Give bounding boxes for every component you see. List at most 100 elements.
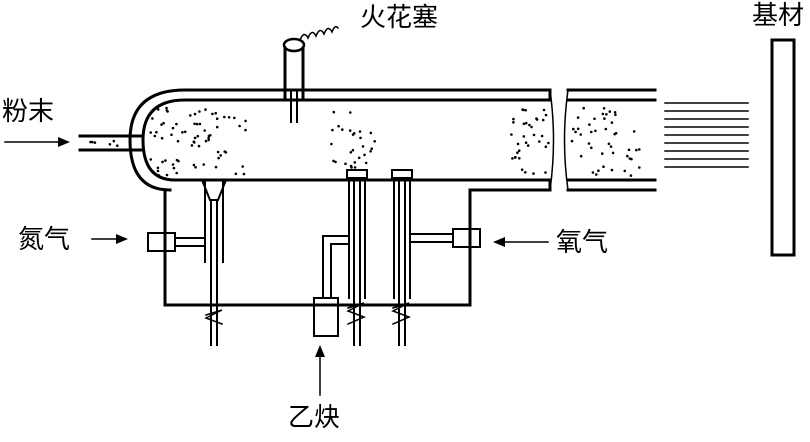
- powder-particle: [605, 113, 608, 116]
- powder-particle: [223, 115, 226, 119]
- powder-particle: [160, 123, 163, 126]
- powder-particle: [364, 161, 368, 165]
- powder-particle: [241, 165, 244, 168]
- powder-particle: [630, 157, 633, 161]
- powder-particle: [610, 168, 614, 172]
- powder-particle: [530, 125, 533, 129]
- powder-particle: [233, 116, 236, 120]
- powder-particle: [171, 126, 175, 130]
- powder-particle: [369, 150, 372, 153]
- powder-particle: [223, 150, 226, 153]
- spark-plug-label: 火花塞: [360, 3, 439, 33]
- powder-particle: [153, 134, 157, 138]
- powder-particle: [238, 124, 241, 128]
- powder-particle: [155, 130, 158, 134]
- powder-particle: [156, 166, 160, 170]
- powder-particle: [601, 152, 604, 155]
- powder-particle: [197, 144, 201, 148]
- oxygen-zigzag: [391, 302, 411, 325]
- powder-particle: [207, 136, 210, 140]
- powder-particle: [194, 166, 197, 169]
- powder-particle: [542, 108, 546, 112]
- powder-particle: [176, 139, 180, 143]
- powder-particle: [242, 172, 246, 176]
- powder-particle: [544, 145, 548, 148]
- powder-particle: [512, 117, 515, 121]
- acetylene-label: 乙炔: [288, 403, 341, 433]
- powder-particle: [614, 113, 617, 117]
- acetylene-zigzag: [346, 302, 366, 325]
- powder-particle: [544, 171, 547, 174]
- powder-particle: [516, 142, 520, 146]
- powder-particle: [112, 139, 116, 143]
- powder-particle: [203, 129, 206, 132]
- powder-particle: [532, 133, 536, 137]
- powder-particle: [332, 110, 336, 114]
- powder-particle: [512, 121, 515, 124]
- powder-particle: [157, 174, 161, 177]
- powder-particle: [602, 107, 606, 110]
- powder-particle: [526, 144, 530, 147]
- powder-particle: [344, 162, 347, 166]
- powder-particle: [522, 122, 526, 126]
- powder-particle: [334, 160, 337, 164]
- powder-particle: [547, 141, 550, 145]
- powder-particle: [348, 129, 352, 132]
- powder-particle: [193, 136, 197, 140]
- powder-particle: [609, 145, 613, 148]
- powder-particle: [594, 129, 597, 133]
- powder-particle: [175, 171, 178, 175]
- powder-particle: [337, 124, 340, 128]
- powder-particle: [353, 161, 357, 164]
- powder-particle: [601, 112, 605, 116]
- powder-particle: [192, 140, 196, 143]
- powder-particle: [528, 123, 531, 127]
- powder-particle: [369, 131, 373, 135]
- nitrogen-label: 氮气: [18, 225, 71, 255]
- powder-label: 粉末: [2, 97, 55, 127]
- powder-particle: [363, 153, 366, 157]
- powder-particle: [162, 121, 165, 125]
- powder-particle: [359, 136, 362, 140]
- powder-particle: [149, 158, 153, 161]
- powder-particle: [520, 168, 524, 171]
- powder-particle: [161, 160, 164, 164]
- powder-particle: [602, 165, 605, 168]
- powder-particle: [511, 157, 514, 160]
- powder-particle: [207, 138, 210, 142]
- powder-particle: [209, 134, 212, 137]
- powder-particle: [516, 151, 519, 154]
- powder-particle: [635, 148, 638, 152]
- powder-particle: [108, 143, 112, 146]
- powder-particle: [373, 140, 377, 143]
- acetylene-feed-outer: [322, 235, 350, 299]
- powder-particle: [604, 127, 608, 131]
- powder-particle: [175, 158, 179, 162]
- powder-particle: [522, 135, 526, 138]
- powder-particle: [370, 147, 374, 150]
- powder-particle: [353, 166, 357, 169]
- powder-particle: [524, 121, 528, 125]
- powder-particle: [541, 118, 545, 122]
- powder-particle: [518, 157, 521, 160]
- break-left: [549, 89, 555, 191]
- powder-particle: [211, 112, 214, 116]
- nitrogen-valve: [147, 232, 176, 252]
- powder-particle: [214, 111, 217, 115]
- powder-particle: [156, 108, 160, 111]
- powder-particle: [517, 149, 521, 152]
- powder-particle: [330, 142, 333, 146]
- powder-particle: [204, 108, 207, 111]
- powder-particle: [590, 146, 593, 150]
- powder-particle: [582, 106, 585, 110]
- powder-particle: [165, 106, 168, 110]
- powder-particle: [116, 144, 119, 147]
- powder-particle: [175, 122, 178, 126]
- powder-particle: [171, 163, 175, 166]
- oxygen-injector-head: [391, 169, 413, 179]
- powder-particle: [172, 166, 176, 170]
- powder-particle: [638, 148, 641, 151]
- barrel-outer-top: [128, 88, 552, 192]
- nitrogen-arrowhead: [116, 234, 128, 244]
